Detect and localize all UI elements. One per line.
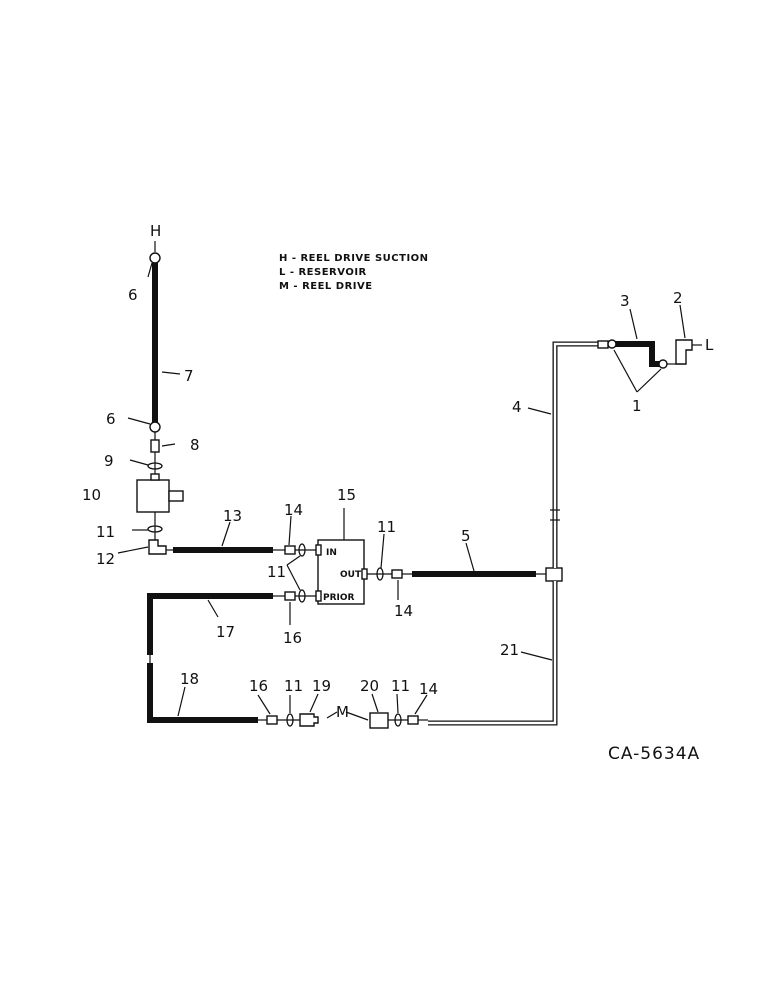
clamp-6-top	[149, 252, 161, 264]
legend-m: M - REEL DRIVE	[279, 281, 373, 292]
callout-19: 19	[312, 677, 331, 695]
port-in-label: IN	[326, 548, 337, 558]
callout-9: 9	[104, 452, 114, 470]
callout-17: 17	[216, 623, 235, 641]
fitting-14-out	[391, 569, 403, 579]
fitting-14-in	[284, 545, 296, 555]
callout-13: 13	[223, 507, 242, 525]
tee-fitting	[545, 567, 563, 582]
callout-15: 15	[337, 486, 356, 504]
callout-8: 8	[190, 436, 200, 454]
elbow-2	[675, 339, 693, 365]
callout-l: L	[705, 336, 714, 354]
callout-16-prior: 16	[283, 629, 302, 647]
drawing-code: CA-5634A	[608, 744, 700, 764]
legend-l: L - RESERVOIR	[279, 267, 367, 278]
valve-10	[136, 473, 184, 513]
port-prior-label: PRIOR	[323, 593, 355, 603]
legend-h: H - REEL DRIVE SUCTION	[279, 253, 429, 264]
callout-11-bottom-right: 11	[391, 677, 410, 695]
fitting-20	[369, 712, 389, 729]
callout-6-bottom: 6	[106, 410, 116, 428]
callout-18: 18	[180, 670, 199, 688]
callout-14-in: 14	[284, 501, 303, 519]
tube-4	[550, 341, 598, 568]
callout-5: 5	[461, 527, 471, 545]
priority-valve-15: IN OUT PRIOR	[315, 539, 368, 605]
callout-11-center: 11	[267, 563, 286, 581]
callout-7: 7	[184, 367, 194, 385]
hose-3	[612, 341, 664, 367]
callout-2: 2	[673, 289, 683, 307]
hose-18	[147, 663, 258, 723]
callout-11-left: 11	[96, 523, 115, 541]
callout-11-out: 11	[377, 518, 396, 536]
fitting-14-bottom	[407, 715, 419, 725]
callout-6-top: 6	[128, 286, 138, 304]
elbow-12	[148, 539, 167, 555]
hose-17	[147, 593, 273, 655]
callout-14-bottom: 14	[419, 680, 438, 698]
legend: H - REEL DRIVE SUCTION L - RESERVOIR M -…	[279, 253, 429, 292]
callout-14-out: 14	[394, 602, 413, 620]
clamp-6-bottom	[149, 421, 161, 433]
fitting-16-prior	[284, 591, 296, 601]
port-out-label: OUT	[340, 570, 362, 580]
callout-16-bottom: 16	[249, 677, 268, 695]
clamp-1-left	[607, 339, 617, 349]
callout-m: M	[336, 703, 349, 721]
fitting-19	[299, 713, 319, 727]
clamp-1-right	[658, 359, 668, 369]
callout-3: 3	[620, 292, 630, 310]
fitting-tube4-end	[597, 340, 609, 349]
fitting-8	[150, 439, 160, 453]
tube-21	[428, 581, 558, 726]
fitting-16-bottom	[266, 715, 278, 725]
callout-21: 21	[500, 641, 519, 659]
callout-1: 1	[632, 397, 642, 415]
callout-11-bottom-left: 11	[284, 677, 303, 695]
callout-h: H	[150, 222, 161, 240]
callout-10: 10	[82, 486, 101, 504]
callout-4: 4	[512, 398, 522, 416]
callout-12: 12	[96, 550, 115, 568]
callout-20: 20	[360, 677, 379, 695]
